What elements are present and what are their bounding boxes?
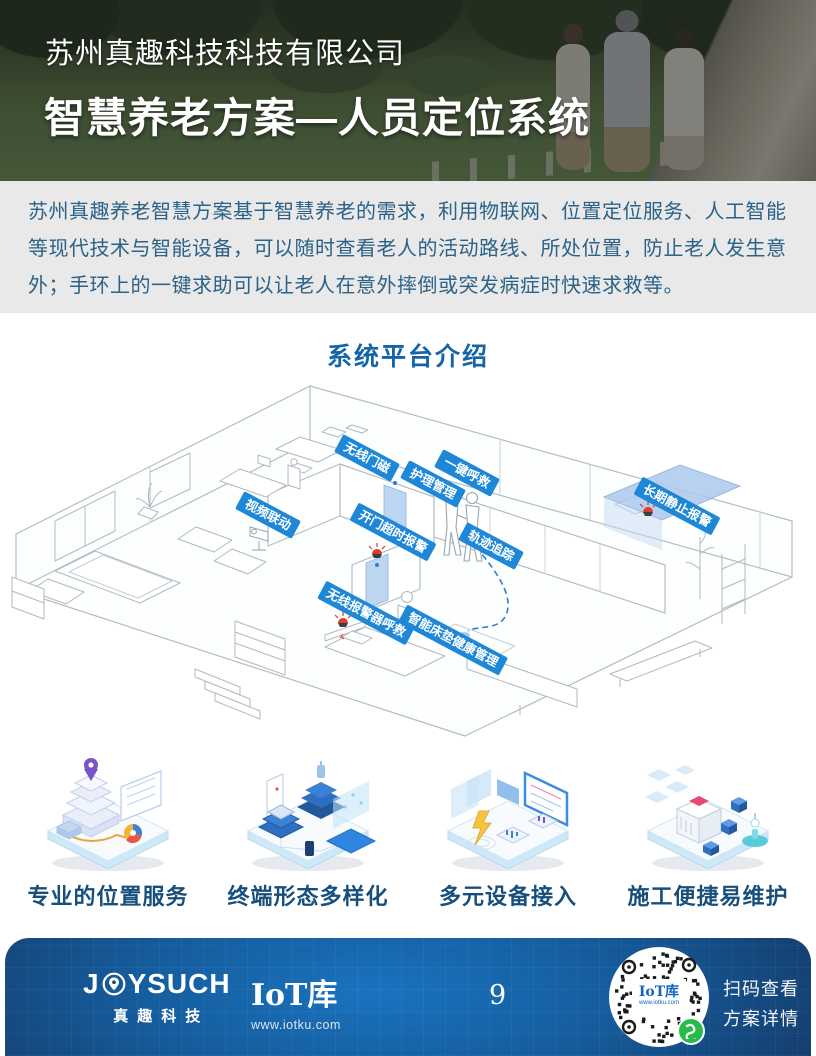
scan-hint: 扫码查看 方案详情 — [723, 974, 799, 1034]
qr-code: IoT库 www.iotku.com — [609, 947, 709, 1047]
features-row: 专业的位置服务 终端形态多样化 — [0, 745, 816, 917]
qr-url-text: www.iotku.com — [638, 1000, 679, 1006]
qr-center-label: IoT库 www.iotku.com — [632, 979, 686, 1012]
alarm-icons — [334, 501, 657, 640]
iotku-url: www.iotku.com — [251, 1018, 341, 1032]
page-number: 9 — [489, 980, 507, 1011]
joysuch-cn-name: 真趣科技 — [113, 1008, 210, 1025]
feature-label: 施工便捷易维护 — [627, 884, 789, 909]
person-figure — [556, 44, 590, 170]
person-figure — [664, 48, 704, 170]
intro-section: 苏州真趣养老智慧方案基于智慧养老的需求，利用物联网、位置定位服务、人工智能等现代… — [0, 181, 816, 313]
camera-icon — [249, 526, 269, 551]
feature-card-device-access: 多元设备接入 — [408, 751, 608, 917]
trajectory-dashed-line — [467, 546, 509, 632]
wechat-channel-icon — [677, 1017, 705, 1045]
section-title: 系统平台介绍 — [326, 343, 489, 371]
person-figure — [604, 32, 650, 172]
scan-hint-line1: 扫码查看 — [723, 979, 799, 999]
feature-card-easy-maintenance: 施工便捷易维护 — [608, 751, 808, 917]
iotku-logo-text: IoT库 — [251, 978, 338, 1013]
footer-bar: J YSUCH 真趣科技 IoT库 www.iotku.com 9 IoT库 — [5, 938, 811, 1056]
joysuch-logo-text: YSUCH — [127, 968, 231, 999]
scan-hint-line2: 方案详情 — [723, 1009, 799, 1029]
hero-banner: 苏州真趣科技科技有限公司 智慧养老方案—人员定位系统 — [0, 0, 816, 181]
floorplan-illustration: 无线门磁 护理管理 一键呼救 视频联动 开门超时报警 轨迹追踪 长期静止报警 — [0, 369, 816, 745]
floorplan-structure — [15, 385, 793, 737]
hero-dark-overlay — [0, 0, 816, 181]
feature-label: 多元设备接入 — [438, 884, 577, 909]
location-service-icon — [46, 758, 170, 871]
location-pin-icon — [102, 972, 125, 996]
joysuch-logo: J YSUCH 真趣科技 — [83, 968, 231, 1026]
qr-brand-text: IoT库 — [638, 984, 680, 1000]
terminal-forms-icon — [246, 761, 377, 871]
intro-paragraph: 苏州真趣养老智慧方案基于智慧养老的需求，利用物联网、位置定位服务、人工智能等现代… — [28, 201, 787, 297]
device-access-icon — [446, 769, 570, 871]
iotku-logo: IoT库 www.iotku.com — [251, 970, 341, 1032]
feature-label: 终端形态多样化 — [227, 884, 389, 909]
joysuch-logo-text: J — [83, 968, 100, 999]
page-title: 智慧养老方案—人员定位系统 — [44, 95, 590, 141]
feature-label: 专业的位置服务 — [27, 884, 189, 909]
floorplan-svg: 无线门磁 护理管理 一键呼救 视频联动 开门超时报警 轨迹追踪 长期静止报警 — [11, 385, 793, 737]
feature-card-terminal-forms: 终端形态多样化 — [208, 751, 408, 917]
easy-maintenance-icon — [645, 765, 770, 871]
feature-card-location-service: 专业的位置服务 — [8, 751, 208, 917]
company-name: 苏州真趣科技科技有限公司 — [45, 38, 406, 70]
